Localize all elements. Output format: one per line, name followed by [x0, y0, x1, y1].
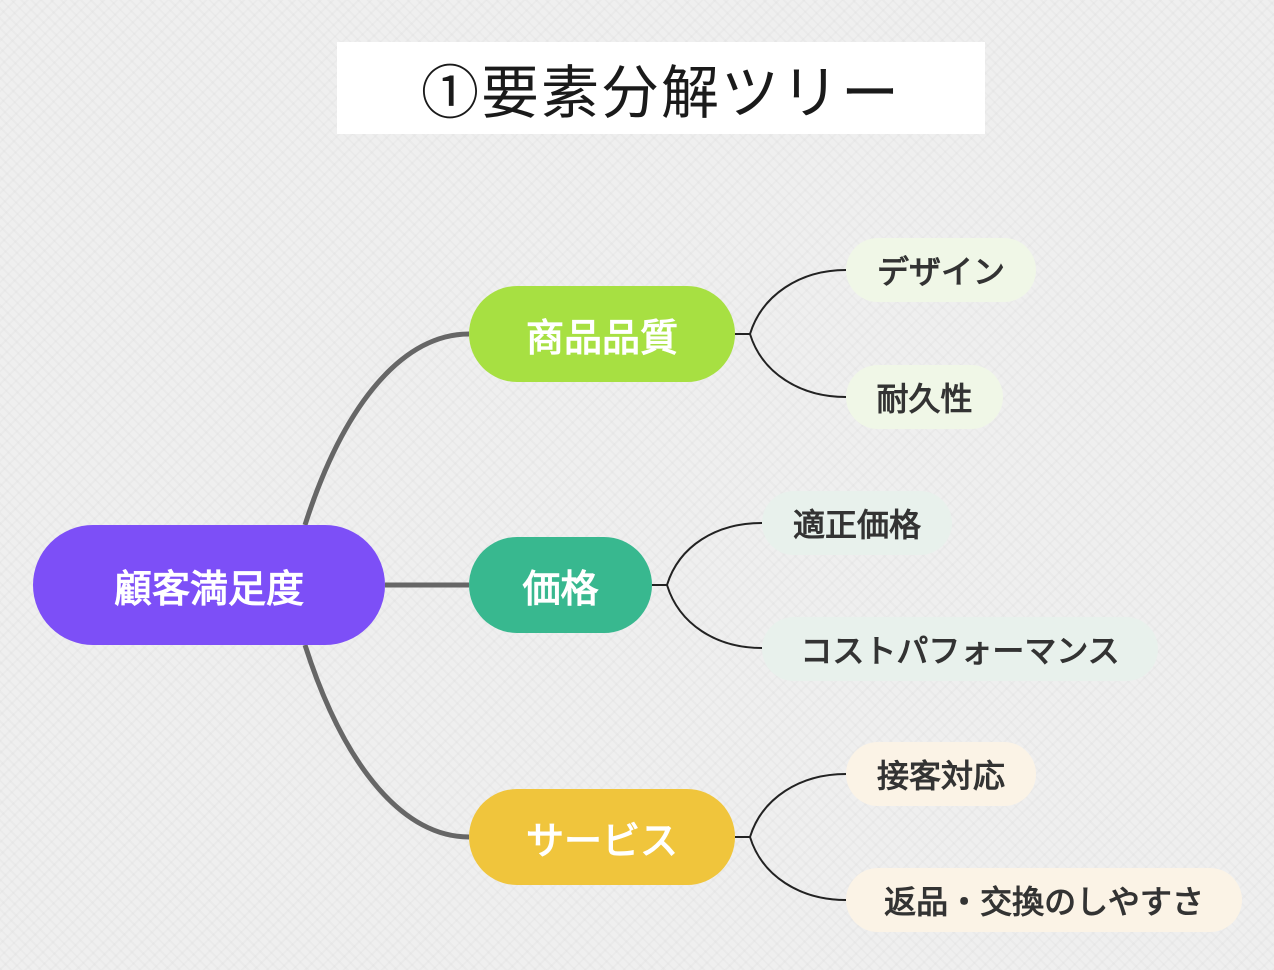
branch-node-quality: 商品品質: [469, 286, 735, 382]
branch-node-label: 価格: [522, 566, 599, 611]
leaf-node-fair-price: 適正価格: [762, 491, 952, 555]
leaf-node-design: デザイン: [846, 238, 1036, 302]
root-node: 顧客満足度: [33, 525, 385, 645]
leaf-node-returns: 返品・交換のしやすさ: [846, 868, 1242, 932]
branch-node-label: サービス: [525, 818, 678, 863]
leaf-node-label: コストパフォーマンス: [800, 632, 1120, 670]
connector-price-fair: [652, 522, 763, 586]
leaf-node-cost-performance: コストパフォーマンス: [762, 617, 1158, 681]
leaf-node-label: デザイン: [876, 253, 1005, 291]
connector-quality-durability: [735, 333, 847, 398]
leaf-node-customer-service: 接客対応: [846, 742, 1036, 806]
connector-service-return: [735, 836, 847, 901]
leaf-node-durability: 耐久性: [846, 365, 1003, 429]
leaf-node-label: 適正価格: [792, 506, 921, 544]
page-title: ①要素分解ツリー: [420, 59, 901, 127]
connector-service-reception: [735, 773, 847, 838]
title-box: ①要素分解ツリー: [337, 42, 985, 134]
leaf-node-label: 耐久性: [876, 380, 973, 418]
connector-price-cost: [652, 584, 763, 649]
connector-root-quality: [302, 331, 470, 526]
connector-root-service: [302, 644, 470, 840]
branch-node-label: 商品品質: [525, 315, 678, 360]
branch-node-price: 価格: [469, 537, 652, 633]
root-node-label: 顧客満足度: [113, 566, 304, 611]
connector-quality-design: [735, 269, 847, 335]
leaf-node-label: 返品・交換のしやすさ: [884, 883, 1204, 921]
branch-node-service: サービス: [469, 789, 735, 885]
leaf-node-label: 接客対応: [876, 757, 1005, 795]
